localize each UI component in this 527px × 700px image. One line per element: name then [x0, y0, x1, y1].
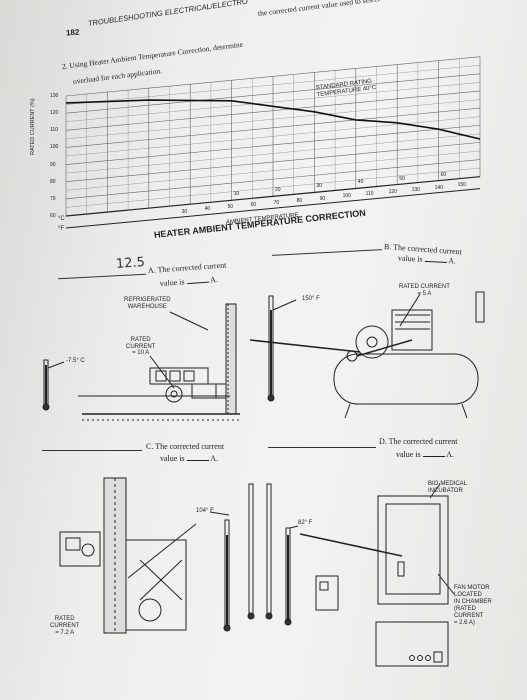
unit-f: °F — [58, 226, 65, 232]
fahrenheit-tick-label: 120 — [388, 188, 397, 195]
fahrenheit-tick-label: 110 — [365, 191, 374, 198]
illus-b-temperature: 150° F — [302, 296, 320, 302]
fahrenheit-tick-label: 100 — [342, 193, 351, 200]
illus-c-temperature: 104° F — [196, 508, 214, 514]
illus-b-rated-1: RATED CURRENT — [399, 284, 450, 290]
fahrenheit-tick-label: 90 — [319, 195, 326, 202]
part-a-value-text: value is — [159, 277, 185, 288]
part-d-value-text: value is — [396, 450, 421, 459]
illus-a-temperature: -7.5° C — [66, 358, 85, 364]
chart-ylabel: RATED CURRENT (%) — [30, 98, 36, 155]
chart-series — [65, 99, 481, 140]
illus-d-title: BIO-MEDICAL INCUBATOR — [428, 481, 467, 495]
illus-a-title-2: WAREHOUSE — [127, 303, 167, 310]
x-axis — [65, 176, 481, 217]
part-d-label: D. The corrected current — [379, 437, 458, 446]
unit-c: °C — [58, 216, 65, 222]
y-tick-label: 60 — [50, 213, 56, 219]
illus-a-rated-2: CURRENT — [126, 343, 156, 350]
correction-curve — [65, 99, 481, 140]
part-b-blank — [424, 260, 447, 264]
fahrenheit-tick-label: 60 — [250, 202, 257, 209]
fahrenheit-tick-label: 140 — [434, 184, 443, 191]
illus-a-rated-3: = 10 A — [132, 350, 150, 356]
part-d-answer-line — [268, 447, 376, 448]
fan-note-line: LOCATED — [454, 592, 482, 598]
celsius-tick-label: 60 — [440, 171, 447, 178]
illus-b-rated-2: = 5 A — [417, 291, 432, 297]
illus-d-title-2: INCUBATOR — [428, 488, 463, 494]
part-b-unit: A. — [447, 256, 457, 266]
part-a-blank — [186, 281, 209, 285]
fan-note-line: FAN MOTOR — [454, 585, 490, 591]
illus-c-rated-3: = 7.2 A — [55, 630, 75, 636]
part-c-unit: A. — [210, 454, 219, 463]
illus-a-title-1: REFRIGERATED — [124, 297, 171, 303]
fan-note-line: = 2.6 A) — [454, 620, 475, 626]
celsius-tick-label: 20 — [275, 187, 281, 194]
part-c-value: value is A. — [160, 454, 218, 463]
part-b-value-text: value is — [397, 253, 423, 264]
handwritten-answer-a: 12.5 — [115, 255, 146, 272]
fahrenheit-tick-label: 80 — [296, 197, 303, 204]
part-a-unit: A. — [209, 274, 219, 285]
fahrenheit-tick-label: 50 — [227, 204, 234, 211]
y-tick-label: 130 — [50, 93, 59, 99]
f-axis — [65, 188, 481, 229]
illus-a-title: REFRIGERATED WAREHOUSE — [124, 297, 171, 310]
y-tick-label: 120 — [50, 110, 59, 117]
y-tick-label: 70 — [50, 195, 56, 202]
celsius-tick-label: 40 — [357, 179, 364, 186]
fahrenheit-tick-label: 30 — [181, 208, 188, 215]
part-d-value: value is A. — [396, 450, 454, 459]
fahrenheit-tick-label: 150 — [457, 182, 466, 189]
y-tick-label: 80 — [50, 178, 56, 185]
fahrenheit-tick-label: 70 — [273, 199, 280, 206]
chart-grid — [65, 56, 481, 229]
y-tick-label: 110 — [50, 127, 58, 134]
fahrenheit-tick-label: 130 — [411, 186, 420, 193]
illus-c-rated: RATED CURRENT = 7.2 A — [50, 616, 79, 637]
illus-a-rated: RATED CURRENT = 10 A — [126, 337, 155, 357]
fan-note-line: (RATED — [454, 606, 476, 612]
illus-c-rated-2: CURRENT — [50, 623, 80, 629]
celsius-tick-label: 10 — [233, 191, 240, 198]
illus-d-title-1: BIO-MEDICAL — [428, 481, 468, 487]
celsius-tick-label: 50 — [399, 175, 405, 182]
celsius-tick-label: 30 — [316, 183, 322, 190]
fan-note-line: CURRENT — [454, 613, 484, 619]
part-c-label: C. The corrected current — [146, 442, 225, 451]
part-d-blank — [422, 456, 445, 457]
illus-c-rated-1: RATED — [54, 616, 75, 622]
y-tick-label: 90 — [50, 161, 56, 168]
part-c-blank — [186, 460, 209, 461]
fahrenheit-tick-label: 40 — [204, 206, 211, 213]
fan-note-line: IN CHAMBER — [454, 599, 492, 605]
y-tick-label: 100 — [50, 144, 59, 151]
illus-d-temperature: 82° F — [298, 520, 313, 526]
illus-b-rated: RATED CURRENT = 5 A — [399, 284, 450, 298]
part-c-value-text: value is — [160, 454, 185, 463]
part-d-unit: A. — [446, 450, 455, 459]
illus-a-rated-1: RATED — [130, 337, 151, 343]
part-c-answer-line — [42, 450, 142, 451]
